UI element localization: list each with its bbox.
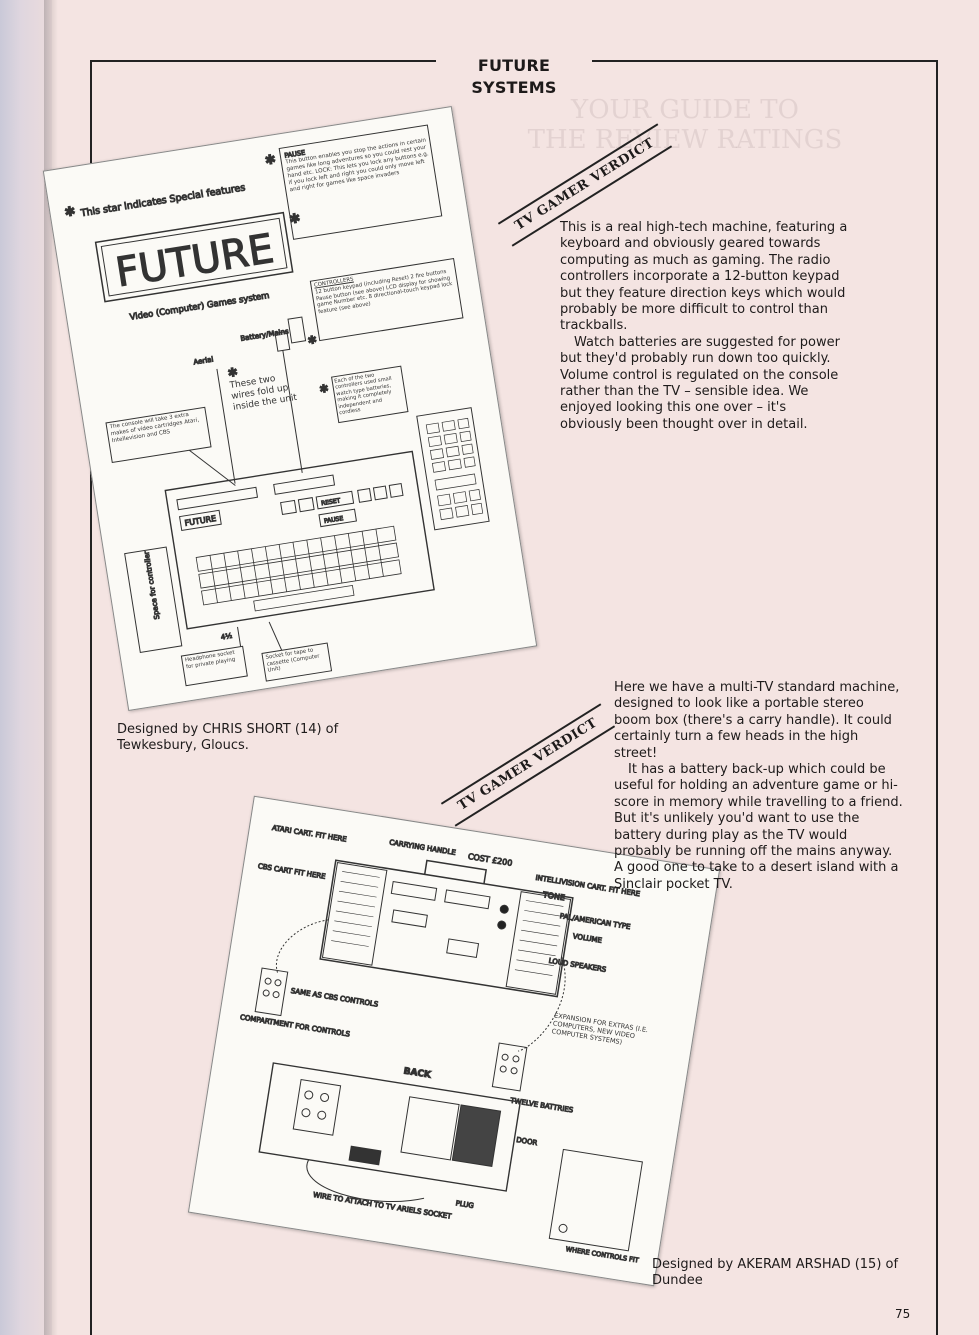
future-console-sketch: ✱ This star indicates Special features ✱… — [42, 105, 538, 712]
boombox-console-sketch: ATARI CART. FIT HERE CARRYING HANDLE COS… — [187, 795, 721, 1287]
sketch-star-note: This star indicates Special features — [79, 182, 246, 219]
sketch-headphone-note: Headphone socket for private playing — [184, 649, 236, 670]
page-number: 75 — [895, 1307, 911, 1321]
bleed-through-line-2: THE REVIEW RATINGS — [527, 125, 843, 155]
sketch-pause-key-label: PAUSE — [324, 515, 344, 525]
sketch-handle-label: CARRYING HANDLE — [389, 838, 457, 856]
sketch-volume-label: VOLUME — [572, 932, 602, 944]
star-icon: ✱ — [318, 382, 329, 396]
sketch-compartment-label: COMPARTMENT FOR CONTROLS — [239, 1013, 351, 1038]
star-icon: ✱ — [264, 152, 277, 169]
bleed-through-text: YOUR GUIDE TO THE REVIEW RATINGS — [520, 95, 850, 155]
sketch-wire-label: WIRE TO ATTACH TO TV ARIELS SOCKET — [313, 1191, 453, 1221]
sketch-door-label: DOOR — [516, 1136, 538, 1147]
sketch-aerial-label: Aerial — [193, 355, 214, 366]
page-gutter-shadow — [44, 0, 58, 1335]
sketch-same-label: SAME AS CBS CONTROLS — [290, 987, 379, 1009]
sketch-controllers-note: 12 button keypad (including Reset) 2 fir… — [314, 268, 453, 316]
review-1-paragraph-2: Watch batteries are suggested for power … — [560, 334, 840, 432]
boombox-console-drawing: ATARI CART. FIT HERE CARRYING HANDLE COS… — [239, 823, 649, 1265]
sketch-cbs-label: CBS CART FIT HERE — [257, 862, 326, 881]
designer-caption-2: Designed by AKERAM ARSHAD (15) of Dundee — [652, 1257, 899, 1288]
review-text-1: This is a real high-tech machine, featur… — [560, 220, 850, 433]
section-title: FUTURE SYSTEMS — [436, 55, 592, 97]
review-text-2: Here we have a multi-TV standard machine… — [614, 680, 904, 893]
sketch-socket-note: Socket for tape to cassette (Computer Un… — [265, 647, 320, 674]
star-icon: ✱ — [307, 333, 318, 347]
sketch-subtitle: Video (Computer) Games system — [129, 291, 270, 323]
sketch-back-label: BACK — [403, 1067, 433, 1081]
sketch-cost-label: COST £200 — [467, 852, 513, 868]
star-icon: ✱ — [227, 365, 239, 380]
review-1-paragraph-1: This is a real high-tech machine, featur… — [560, 220, 848, 334]
sketch-space-label: Space for controller — [143, 551, 162, 620]
review-2-paragraph-1: Here we have a multi-TV standard machine… — [614, 680, 900, 761]
sketch-reset-label: RESET — [321, 497, 341, 507]
future-console-drawing: ✱ This star indicates Special features ✱… — [63, 124, 490, 687]
bleed-through-line-1: YOUR GUIDE TO — [571, 95, 799, 125]
sketch-jack-label: 4½ — [220, 632, 233, 642]
sketch-battery-label: Battery/Mains — [240, 327, 290, 343]
sketch-atari-label: ATARI CART. FIT HERE — [271, 824, 347, 844]
star-icon: ✱ — [288, 211, 301, 228]
star-icon: ✱ — [64, 204, 77, 221]
sketch-wires-note: These two wires fold up inside the unit — [228, 373, 298, 413]
sketch-controllers-extra: Each of the two controllers used small w… — [333, 372, 393, 417]
sketch-plug-label: PLUG — [455, 1199, 474, 1210]
sketch-expansion-label: EXPANSION FOR EXTRAS (I.E. COMPUTERS, NE… — [551, 1011, 649, 1047]
sketch-speakers-label: LOUD SPEAKERS — [548, 957, 607, 974]
sketch-pause-title: PAUSE — [284, 149, 306, 160]
page-gutter — [0, 0, 52, 1335]
sketch-controls-label: WHERE CONTROLS FIT — [565, 1245, 639, 1264]
designer-caption-1: Designed by CHRIS SHORT (14) of Tewkesbu… — [117, 722, 339, 753]
review-2-paragraph-2: It has a battery back-up which could be … — [614, 762, 903, 892]
